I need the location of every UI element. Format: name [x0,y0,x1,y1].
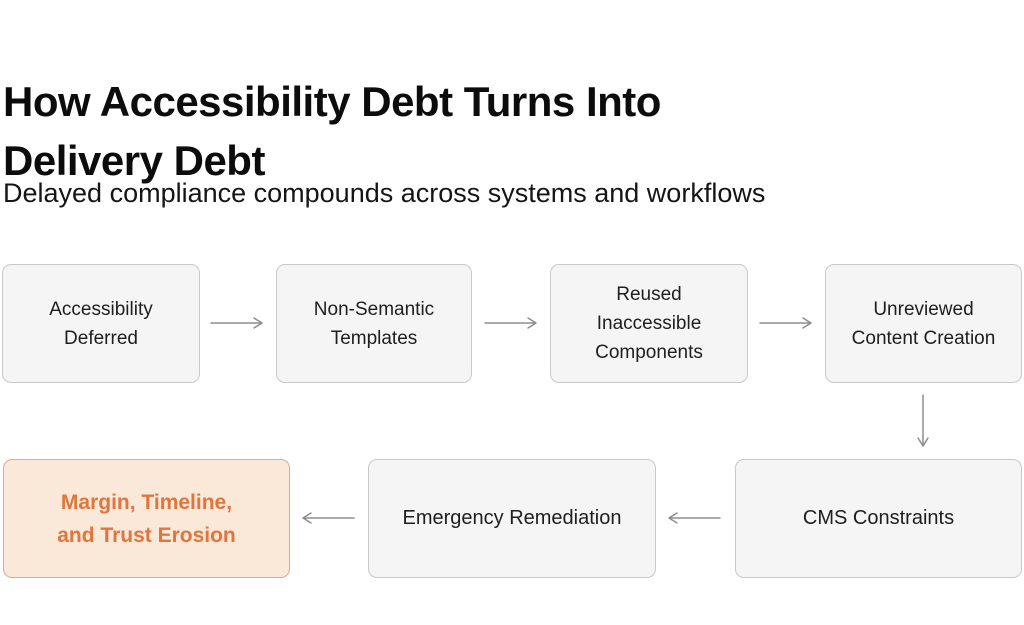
arrow-down-icon [916,394,930,448]
arrow-right-icon [759,316,813,330]
flow-box-label: Non-Semantic Templates [313,298,435,349]
flow-box-label: Unreviewed Content Creation [851,298,996,349]
flow-box-unreviewed-content-creation: Unreviewed Content Creation [825,264,1022,383]
flow-box-label: Margin, Timeline, and Trust Erosion [57,490,236,547]
page-title-line2: Delivery Debt [3,137,265,185]
flow-box-label: Reused Inaccessible Components [595,284,703,363]
arrow-right-icon [210,316,264,330]
flow-box-emergency-remediation: Emergency Remediation [368,459,656,578]
page-title-line1: How Accessibility Debt Turns Into [3,78,661,126]
arrow-left-icon [301,511,355,525]
page-subtitle: Delayed compliance compounds across syst… [3,178,766,208]
flow-box-reused-inaccessible-components: Reused Inaccessible Components [550,264,748,383]
flow-box-label: CMS Constraints [802,507,955,529]
flow-box-accessibility-deferred: Accessibility Deferred [2,264,200,383]
flow-box-label: Accessibility Deferred [49,298,153,349]
flow-box-margin-timeline-trust-erosion: Margin, Timeline, and Trust Erosion [3,459,290,578]
arrow-left-icon [667,511,721,525]
flow-box-cms-constraints: CMS Constraints [735,459,1022,578]
flow-box-non-semantic-templates: Non-Semantic Templates [276,264,472,383]
flow-box-label: Emergency Remediation [402,507,622,529]
arrow-right-icon [484,316,538,330]
